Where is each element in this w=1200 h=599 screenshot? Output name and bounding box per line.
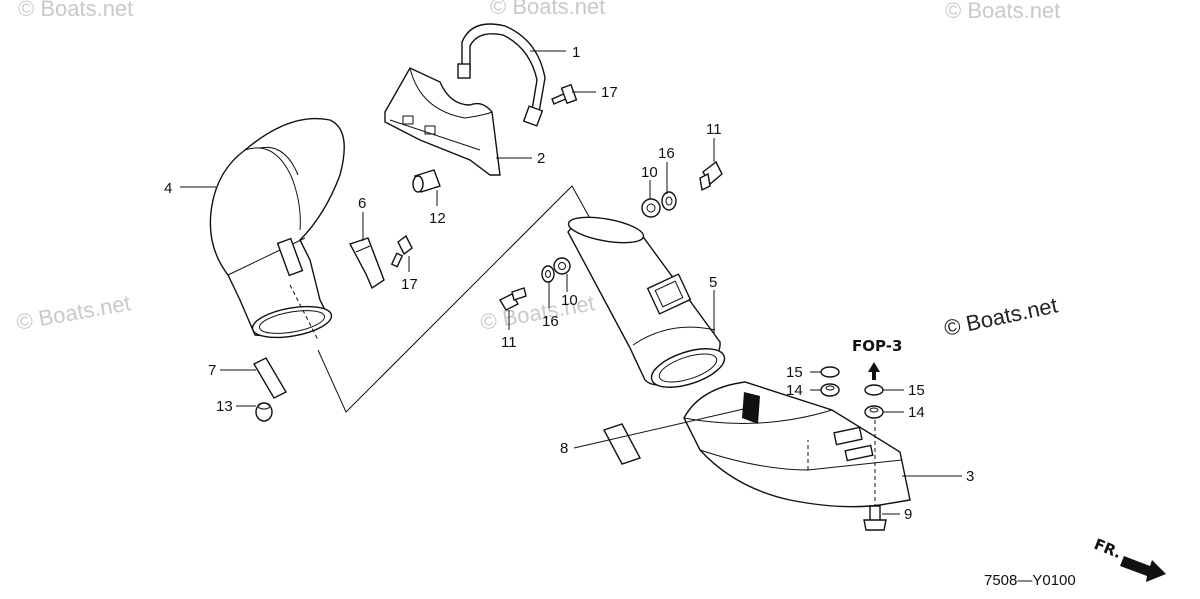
watermark-top-left: © Boats.net xyxy=(18,0,133,21)
callout-6: 6 xyxy=(358,195,366,212)
connector-line xyxy=(317,185,593,413)
callout-10-upper: 10 xyxy=(641,164,658,181)
watermark-left: © Boats.net xyxy=(15,290,133,335)
callout-11-lower: 11 xyxy=(501,334,517,351)
part-8-tape xyxy=(602,423,642,465)
watermark-top-right: © Boats.net xyxy=(945,0,1060,23)
front-arrow-icon xyxy=(1120,556,1166,582)
part-10-nut-upper xyxy=(641,198,661,218)
dashed-line-4 xyxy=(289,284,319,341)
callout-7: 7 xyxy=(208,362,216,379)
part-16-washer-lower xyxy=(541,265,555,283)
fop-arrow-icon xyxy=(868,362,880,380)
callout-16-lower: 16 xyxy=(542,313,559,330)
callout-9: 9 xyxy=(904,506,912,523)
watermark-top-center: © Boats.net xyxy=(490,0,605,19)
callout-15-left: 15 xyxy=(786,364,803,381)
callout-3: 3 xyxy=(966,468,974,485)
part-17-bolt-upper xyxy=(551,83,578,105)
callout-17-upper: 17 xyxy=(601,84,618,101)
callout-13: 13 xyxy=(216,398,233,415)
watermark-center: © Boats.net xyxy=(479,290,597,335)
callout-5: 5 xyxy=(709,274,717,291)
part-11-bolt-lower xyxy=(499,287,527,311)
part-14-grommet-right xyxy=(864,405,884,419)
copyright-watermark: © Boats.net xyxy=(942,292,1060,340)
part-1-band xyxy=(457,23,546,127)
part-9-bolt xyxy=(863,505,887,531)
callout-15-right: 15 xyxy=(908,382,925,399)
part-15-washer-left xyxy=(820,366,840,378)
callout-17-middle: 17 xyxy=(401,276,418,293)
leader-lines xyxy=(180,50,962,515)
callout-4: 4 xyxy=(164,180,172,197)
callout-14-right: 14 xyxy=(908,404,925,421)
ref-label-fop3: FOP-3 xyxy=(852,337,902,355)
callout-8: 8 xyxy=(560,440,568,457)
callout-1: 1 xyxy=(572,44,580,61)
part-17-bolt-middle xyxy=(390,234,413,268)
part-15-washer-right xyxy=(864,384,884,396)
callout-2: 2 xyxy=(537,150,545,167)
callout-12: 12 xyxy=(429,210,446,227)
part-14-grommet-left xyxy=(820,383,840,397)
part-2-holder xyxy=(384,67,501,176)
diagram-code: 7508—Y0100 xyxy=(984,572,1076,589)
part-12-plug xyxy=(412,169,441,193)
callout-10-lower: 10 xyxy=(561,292,578,309)
part-4-upper-pipe xyxy=(209,117,345,339)
callout-14-left: 14 xyxy=(786,382,803,399)
part-7-tube xyxy=(253,357,287,399)
callout-16-upper: 16 xyxy=(658,145,675,162)
part-10-nut-lower xyxy=(553,257,571,275)
callout-11-upper: 11 xyxy=(706,121,722,138)
part-3-exhaust-cover xyxy=(683,381,911,510)
part-11-bolt-upper xyxy=(699,160,723,192)
part-5-lower-pipe xyxy=(567,216,726,388)
part-16-washer-upper xyxy=(661,191,677,211)
part-13-cap xyxy=(255,402,273,422)
part-6-clip xyxy=(348,237,385,290)
front-label: FR. xyxy=(1092,535,1125,562)
